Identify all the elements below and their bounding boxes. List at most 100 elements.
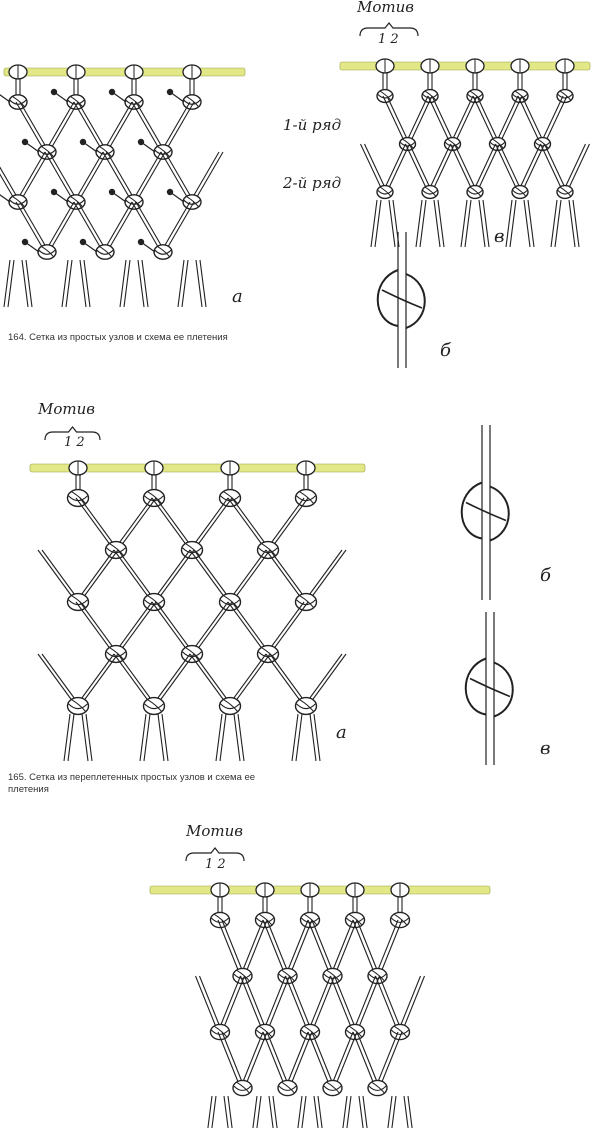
cord-line <box>73 101 104 153</box>
cord-line <box>164 201 195 253</box>
knot-wrap <box>261 543 276 556</box>
fig164-caption: 164. Сетка из простых узлов и схема ее п… <box>8 332 228 343</box>
cord-line <box>386 143 410 193</box>
cord-line <box>193 151 224 203</box>
cord-line <box>15 151 46 203</box>
knot <box>344 1023 366 1041</box>
knot-wrap <box>261 647 276 660</box>
knot-wrap <box>70 196 83 207</box>
knot <box>511 184 529 200</box>
fig166-motif-numbers: 1 2 <box>205 857 226 872</box>
cord-line <box>231 653 271 707</box>
cord-line <box>77 151 108 203</box>
cord-line <box>476 95 500 145</box>
knot-loop <box>183 99 201 105</box>
cord-line <box>135 151 166 203</box>
cord-line <box>231 497 271 551</box>
pin-head <box>50 88 58 96</box>
cord-line <box>239 919 264 977</box>
cord-line <box>198 975 223 1033</box>
knot <box>421 184 439 200</box>
knot-wrap <box>185 543 200 556</box>
cord-line <box>181 259 189 308</box>
knot-wrap <box>71 595 86 608</box>
cord-line <box>360 143 384 193</box>
motif-braces <box>44 22 419 862</box>
cord-line <box>73 201 104 253</box>
fig166-net <box>149 882 491 1128</box>
cord-line <box>401 975 426 1033</box>
cord-line <box>160 151 191 203</box>
cord-line <box>333 1031 358 1089</box>
cord-line <box>329 975 354 1033</box>
cord-line <box>113 601 153 655</box>
fig164-scheme-v <box>339 58 591 248</box>
cord-line <box>356 1031 381 1089</box>
cord-line <box>73 151 104 203</box>
knot-wrap <box>71 699 86 712</box>
cord-line <box>303 549 343 603</box>
cord-line <box>83 259 91 308</box>
knot-wrap <box>214 1025 228 1038</box>
knot-loop <box>323 973 342 979</box>
cord-line <box>352 975 377 1033</box>
knot-wrap <box>299 595 314 608</box>
cord-line <box>427 143 451 193</box>
knot-loop <box>368 973 387 979</box>
knot <box>367 967 388 985</box>
cord-line <box>431 143 455 193</box>
knot-loop <box>377 94 393 99</box>
cord-line <box>37 549 77 603</box>
knot-wrap <box>41 146 54 157</box>
knot <box>389 1023 411 1041</box>
cord-line <box>374 1031 399 1089</box>
cord-line <box>540 95 564 145</box>
cord-line <box>189 497 229 551</box>
cord-line <box>397 975 422 1033</box>
knot <box>294 696 318 716</box>
cord-line <box>311 919 336 977</box>
cord-line <box>189 549 229 603</box>
cord-line <box>329 919 354 977</box>
cord-line <box>544 95 568 145</box>
knot <box>556 184 574 200</box>
cord-line <box>79 653 119 707</box>
knot-loop <box>301 1029 319 1035</box>
knot-wrap <box>186 196 199 207</box>
cord-line <box>19 151 50 203</box>
cord-line <box>509 199 517 248</box>
knot-loop <box>256 1029 274 1035</box>
cord-line <box>450 95 474 145</box>
cord-line <box>77 201 108 253</box>
cord-line <box>61 259 69 308</box>
knot-wrap <box>514 90 526 101</box>
cord-line <box>313 1095 319 1128</box>
cord-line <box>409 95 433 145</box>
fig165-letter-b: б <box>540 565 551 586</box>
cord-line <box>266 1031 291 1089</box>
knot-loop <box>211 1029 229 1035</box>
cord-line <box>63 713 71 762</box>
knot-loop <box>67 99 85 105</box>
cord-line <box>237 713 245 762</box>
pin-head <box>108 188 116 196</box>
knot-wrap <box>469 677 511 698</box>
cord-line <box>499 95 523 145</box>
cord-line <box>378 1031 403 1089</box>
cord-line <box>239 1031 264 1089</box>
knot <box>322 1079 343 1097</box>
cord-line <box>106 101 137 153</box>
cord-line <box>199 259 207 308</box>
cord-line <box>309 713 317 762</box>
fig164-row2-label: 2-й ряд <box>283 174 342 192</box>
cord-line <box>131 151 162 203</box>
knot-wrap <box>109 647 124 660</box>
cord-line <box>311 1031 336 1089</box>
cord-line <box>227 653 267 707</box>
knot <box>299 1023 321 1041</box>
cord-line <box>382 95 406 145</box>
knot-loop <box>534 142 551 147</box>
cord-line <box>454 143 478 193</box>
cord-line <box>356 919 381 977</box>
cord-line <box>131 101 162 153</box>
